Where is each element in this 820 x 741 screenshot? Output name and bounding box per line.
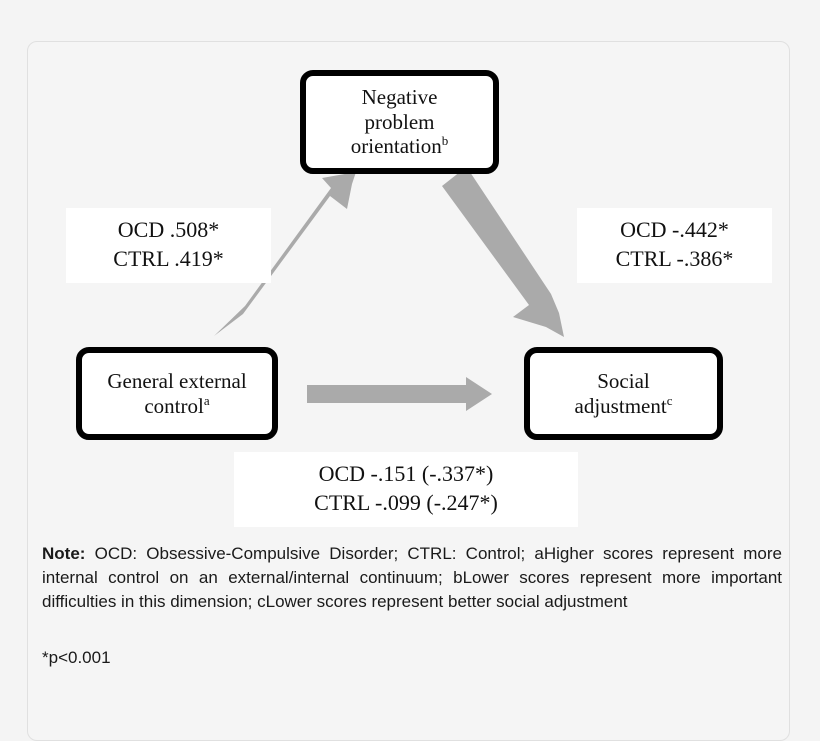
path-label-gec-to-sa-ctrl: CTRL -.099 (-.247*): [314, 489, 498, 515]
node-npo-superscript: b: [441, 133, 449, 149]
arrow-gec-to-sa: [307, 377, 492, 411]
note-body: OCD: Obsessive-Compulsive Disorder; CTRL…: [42, 544, 782, 612]
path-label-gec-to-npo-ocd: OCD .508*: [117, 217, 220, 242]
figure-note: Note: OCD: Obsessive-Compulsive Disorder…: [42, 542, 782, 614]
path-label-gec-to-npo-ctrl: CTRL .419*: [113, 245, 224, 271]
arrow-layer: [214, 166, 564, 411]
path-label-gec-to-sa-ocd: OCD -.151 (-.337*): [318, 461, 494, 486]
node-gec-superscript: a: [203, 392, 210, 408]
significance-note: *p<0.001: [42, 648, 111, 667]
path-label-npo-to-sa: OCD -.442* CTRL -.386*: [577, 208, 772, 284]
path-label-npo-to-sa-ocd: OCD -.442*: [620, 217, 729, 242]
path-label-gec-to-npo: OCD .508* CTRL .419*: [66, 208, 271, 284]
note-label: Note:: [42, 544, 86, 563]
path-label-npo-to-sa-ctrl: CTRL -.386*: [615, 245, 734, 271]
arrow-npo-to-sa: [442, 166, 564, 337]
arrow-gec-to-npo: [214, 172, 356, 336]
path-label-gec-to-sa: OCD -.151 (-.337*) CTRL -.099 (-.247*): [234, 452, 578, 528]
node-sa-superscript: c: [666, 392, 673, 408]
